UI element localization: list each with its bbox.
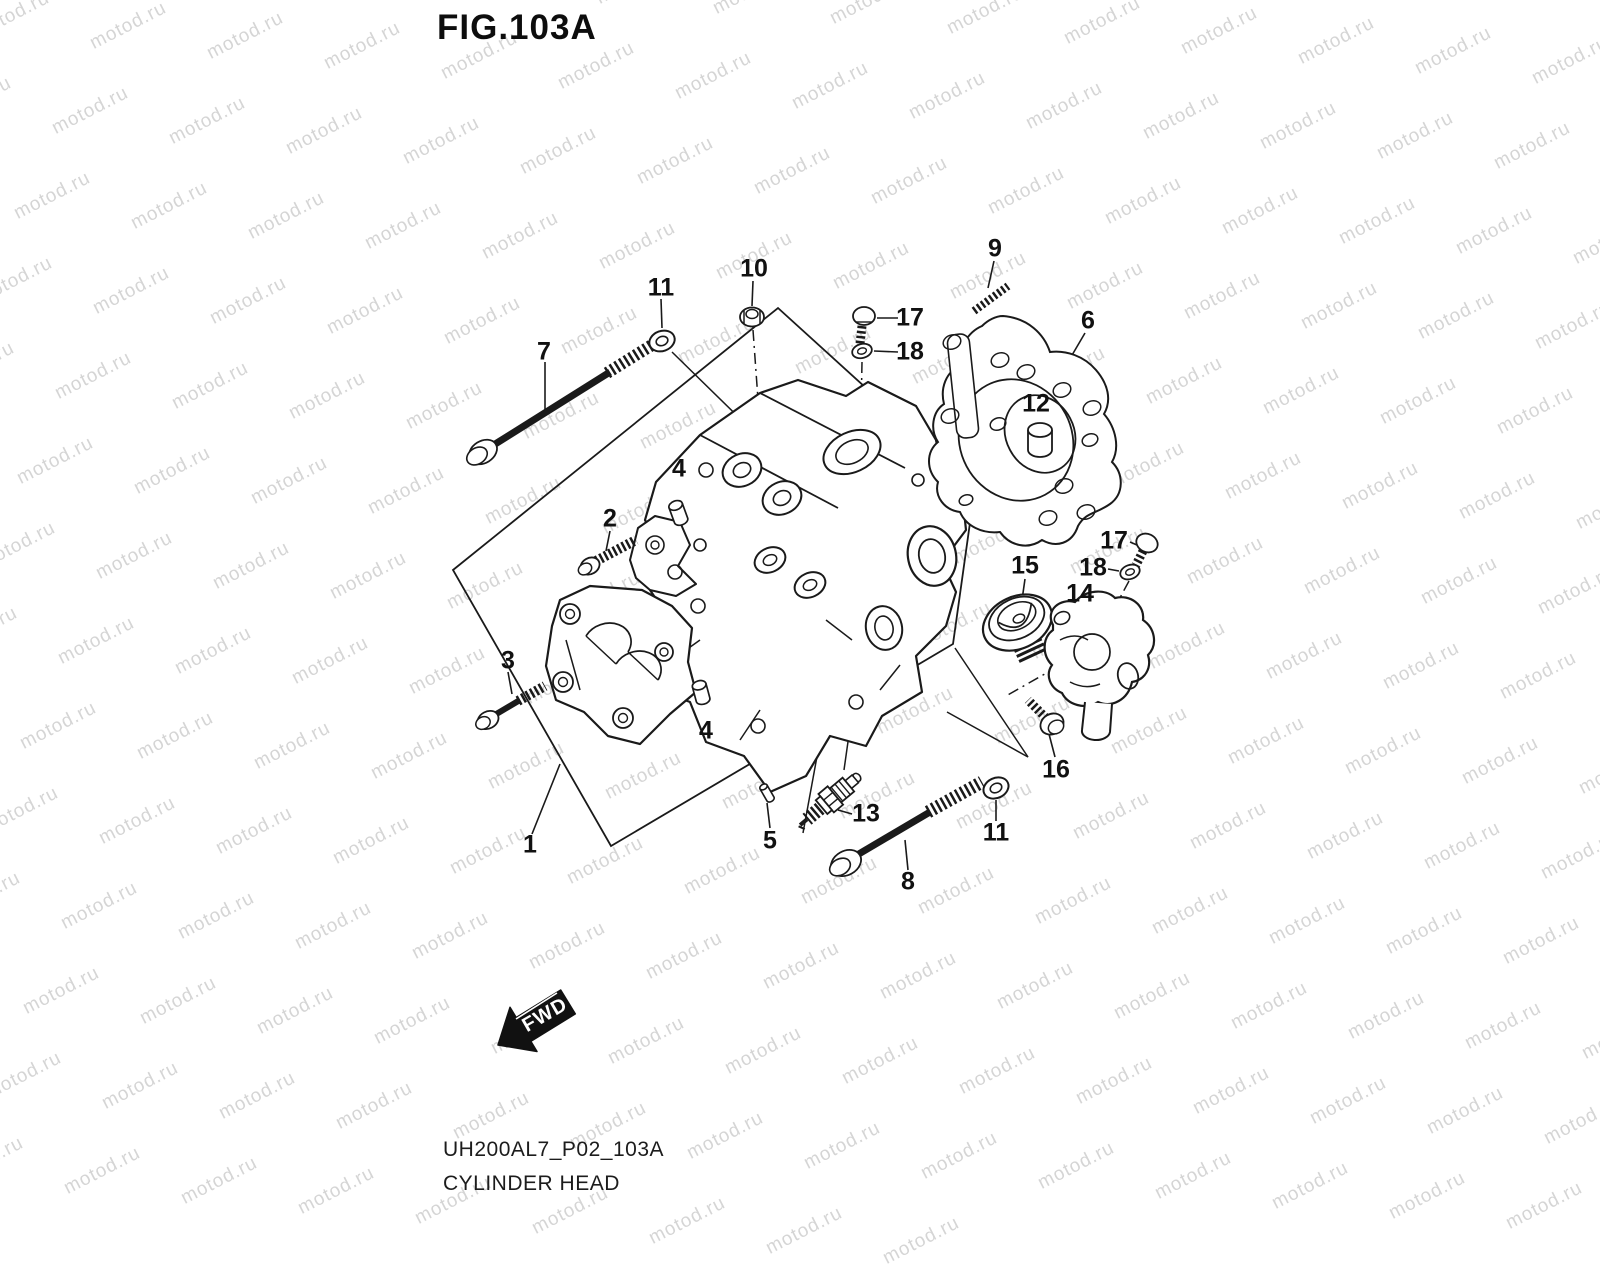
document-code: UH200AL7_P02_103A bbox=[443, 1138, 665, 1161]
dowel-pin-4a bbox=[667, 499, 689, 527]
nut-10 bbox=[740, 308, 764, 327]
callout-18: 18 bbox=[1079, 553, 1107, 582]
callout-12: 12 bbox=[1022, 389, 1050, 418]
callout-17: 17 bbox=[896, 303, 924, 332]
washer-18b bbox=[1118, 562, 1142, 582]
bolt-7 bbox=[463, 345, 652, 469]
bolt-17a bbox=[853, 307, 875, 344]
stud-9 bbox=[974, 286, 1008, 311]
bolt-16 bbox=[1028, 700, 1067, 739]
callout-7: 7 bbox=[537, 337, 551, 366]
callout-8: 8 bbox=[901, 867, 915, 896]
washer-11b bbox=[980, 773, 1012, 802]
callout-14: 14 bbox=[1066, 579, 1094, 608]
pin-5 bbox=[759, 783, 776, 804]
head-gasket bbox=[929, 316, 1121, 546]
callout-9: 9 bbox=[988, 234, 1002, 263]
figure-title: FIG.103A bbox=[437, 8, 597, 47]
callout-3: 3 bbox=[501, 646, 515, 675]
callout-5: 5 bbox=[763, 826, 777, 855]
callout-10: 10 bbox=[740, 254, 768, 283]
callout-11: 11 bbox=[647, 273, 675, 302]
watermark-text: motod.ru bbox=[879, 1212, 964, 1269]
dowel-pin-4b bbox=[691, 679, 711, 706]
callout-18: 18 bbox=[896, 337, 924, 366]
callout-11: 11 bbox=[982, 818, 1010, 847]
dowel-pin-12 bbox=[1028, 423, 1052, 457]
bolt-8 bbox=[826, 782, 982, 881]
callout-6: 6 bbox=[1081, 306, 1095, 335]
bolt-17b bbox=[1133, 530, 1161, 565]
spark-plug bbox=[791, 766, 867, 835]
watermark-text: motod.ru bbox=[645, 1192, 730, 1249]
callout-17: 17 bbox=[1100, 526, 1128, 555]
callout-16: 16 bbox=[1042, 755, 1070, 784]
assembly-outline bbox=[453, 308, 1028, 846]
callout-15: 15 bbox=[1011, 551, 1039, 580]
bolt-3 bbox=[474, 686, 545, 733]
callout-1: 1 bbox=[523, 830, 537, 859]
callout-2: 2 bbox=[603, 504, 617, 533]
callout-13: 13 bbox=[852, 799, 880, 828]
watermark-text: motod.ru bbox=[762, 1202, 847, 1259]
figure-caption: CYLINDER HEAD bbox=[443, 1172, 620, 1195]
callout-4: 4 bbox=[672, 454, 686, 483]
exploded-diagram-drawing: FWD bbox=[0, 0, 1600, 1200]
camshaft-holder bbox=[546, 586, 696, 744]
thermostat-cap bbox=[1045, 592, 1154, 740]
bolt-2 bbox=[576, 540, 636, 578]
thermostat bbox=[974, 584, 1066, 672]
callout-4: 4 bbox=[699, 716, 713, 745]
rocker-bracket bbox=[630, 516, 696, 596]
washer-11a bbox=[646, 327, 677, 355]
washer-18a bbox=[851, 342, 874, 361]
